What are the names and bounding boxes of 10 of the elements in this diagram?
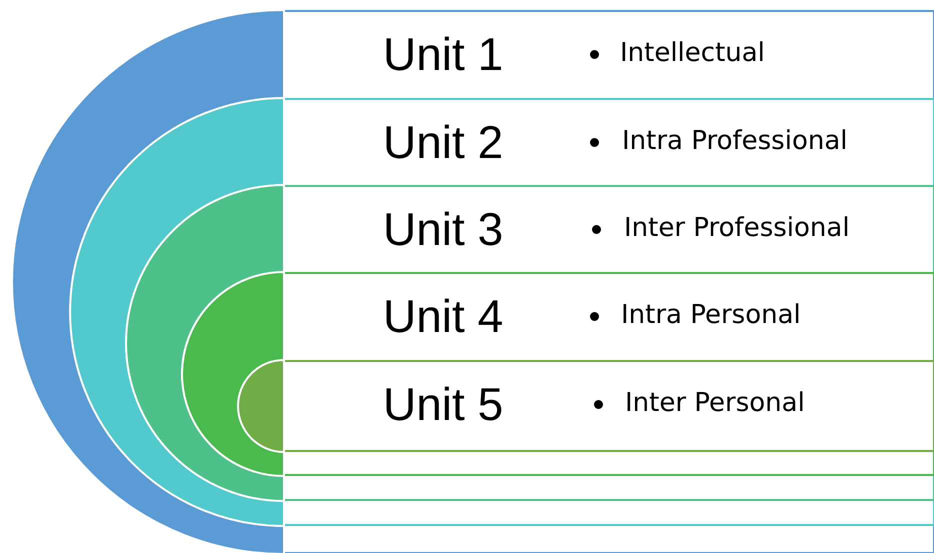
topic-text: Inter Professional — [624, 212, 850, 244]
unit-heading: Unit 5 — [383, 378, 504, 430]
unit-heading: Unit 1 — [383, 28, 504, 80]
topic-text: Intra Professional — [622, 124, 848, 156]
topic-text: Inter Personal — [625, 386, 805, 418]
unit-heading: Unit 3 — [383, 202, 504, 254]
unit-heading: Unit 2 — [383, 116, 504, 168]
topic-text: Intra Personal — [621, 299, 801, 331]
unit-heading: Unit 4 — [383, 290, 504, 342]
topic-text: Intellectual — [620, 37, 765, 69]
